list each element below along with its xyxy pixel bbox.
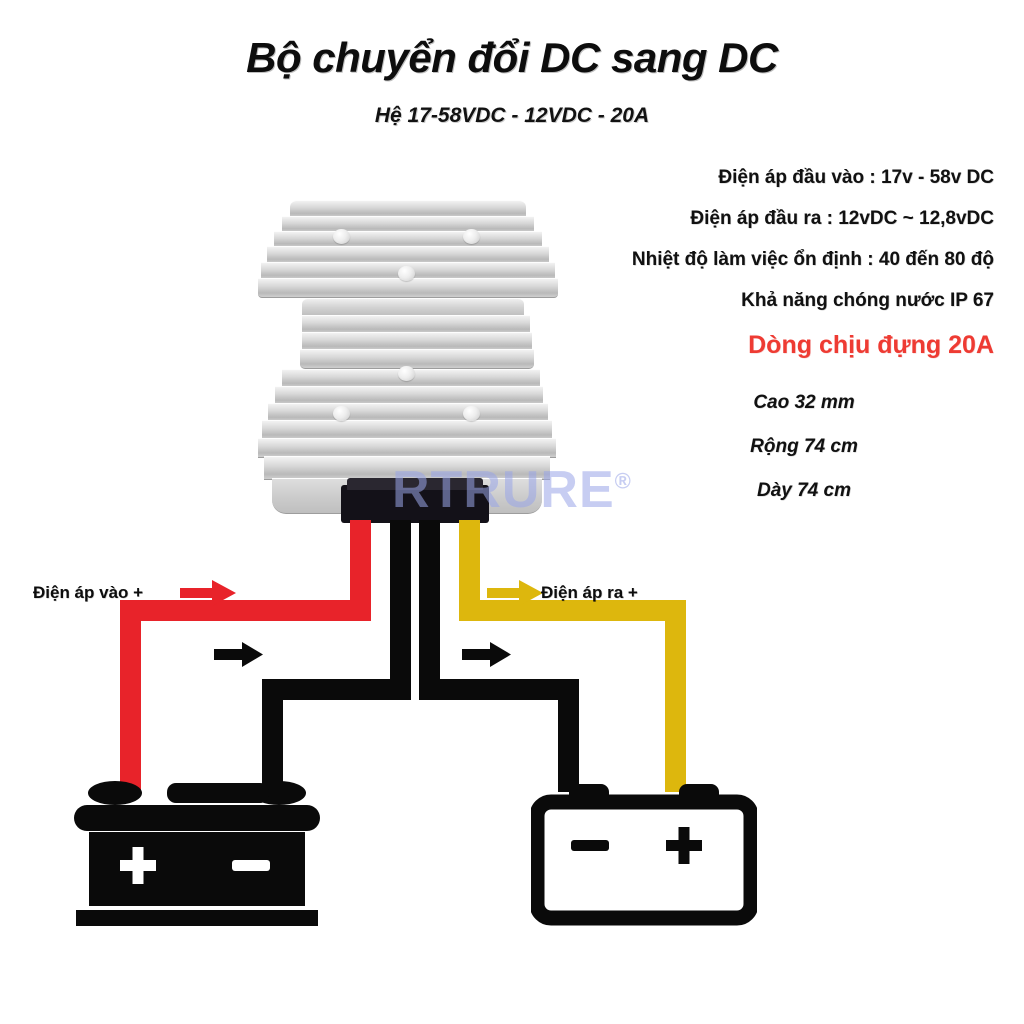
spec-input-voltage: Điện áp đầu vào : 17v - 58v DC bbox=[718, 167, 994, 188]
wire-black-right-horizontal bbox=[419, 679, 579, 700]
wire-red-vertical-top bbox=[350, 520, 371, 620]
screw-icon bbox=[463, 229, 480, 244]
black-arrow-icon-right bbox=[462, 642, 511, 667]
wire-red-vertical-down bbox=[120, 600, 141, 792]
battery-left bbox=[72, 780, 322, 933]
wire-yellow-horizontal bbox=[459, 600, 686, 621]
wire-black-right-vertical-top bbox=[419, 520, 440, 680]
page-title: Bộ chuyển đổi DC sang DC bbox=[246, 34, 778, 81]
wire-black-left-vertical-down bbox=[262, 679, 283, 792]
input-voltage-label: Điện áp vào + bbox=[33, 583, 144, 602]
wire-connector-shadow bbox=[347, 478, 483, 490]
dc-dc-converter-module bbox=[258, 198, 558, 518]
battery-right bbox=[529, 780, 759, 931]
spec-current-rating: Dòng chịu đựng 20A bbox=[748, 330, 994, 359]
registered-mark-icon: ® bbox=[614, 468, 632, 494]
dimension-width: Rộng 74 cm bbox=[750, 436, 858, 457]
screw-icon bbox=[398, 366, 415, 381]
dimension-depth: Dày 74 cm bbox=[756, 480, 851, 501]
red-arrow-icon bbox=[180, 580, 236, 606]
wire-connector-block bbox=[341, 485, 489, 523]
dimension-list: Cao 32 mm Rộng 74 cm Dày 74 cm bbox=[644, 392, 964, 524]
wire-yellow-vertical-top bbox=[459, 520, 480, 620]
wire-yellow-vertical-down bbox=[665, 600, 686, 792]
spec-output-voltage: Điện áp đầu ra : 12vDC ~ 12,8vDC bbox=[690, 207, 994, 229]
wire-red-horizontal bbox=[120, 600, 371, 621]
wire-black-right-vertical-down bbox=[558, 679, 579, 792]
screw-icon bbox=[398, 266, 415, 281]
spec-operating-temperature: Nhiệt độ làm việc ổn định : 40 đến 80 độ bbox=[631, 248, 994, 270]
dimension-height: Cao 32 mm bbox=[753, 392, 855, 413]
spec-waterproof-rating: Khả năng chóng nước IP 67 bbox=[741, 289, 994, 311]
black-arrow-icon-left bbox=[214, 642, 263, 667]
wire-black-left-horizontal bbox=[262, 679, 411, 700]
screw-icon bbox=[333, 406, 350, 421]
yellow-arrow-icon bbox=[487, 580, 543, 606]
wire-black-left-vertical-top bbox=[390, 520, 411, 680]
spec-list: Điện áp đầu vào : 17v - 58v DC Điện áp đ… bbox=[514, 167, 994, 381]
screw-icon bbox=[463, 406, 480, 421]
page-subtitle: Hệ 17-58VDC - 12VDC - 20A bbox=[374, 104, 650, 127]
screw-icon bbox=[333, 229, 350, 244]
output-voltage-label: Điện áp ra + bbox=[541, 583, 638, 602]
